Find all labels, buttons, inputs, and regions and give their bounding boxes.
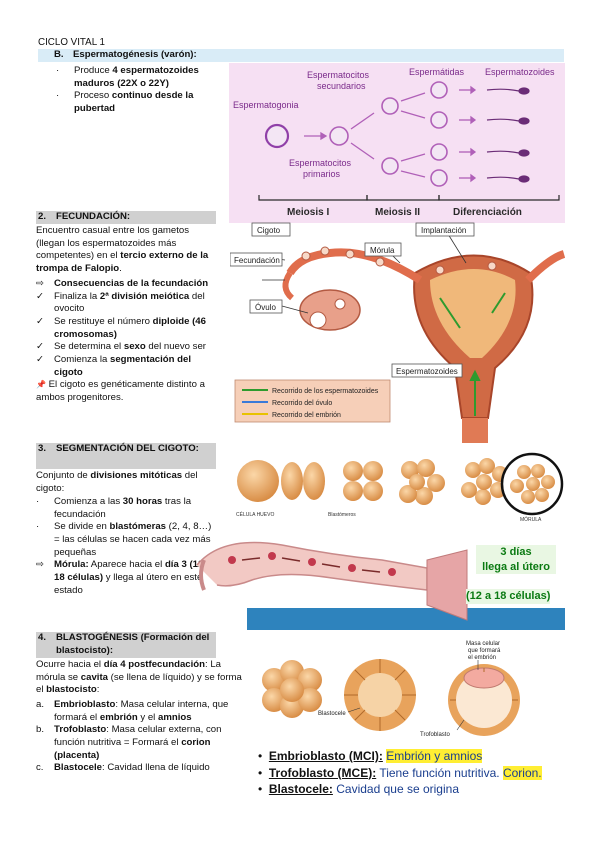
diferenciacion-label: Diferenciación	[453, 207, 522, 218]
tube-illustration	[196, 541, 565, 630]
cigoto-label: Cigoto	[257, 226, 281, 235]
summary-blastocele: • Blastocele: Cavidad que se origina	[258, 782, 459, 797]
section-4-list: a. Embrioblasto: Masa celular interna, q…	[36, 699, 244, 775]
section-2-list: ⇨ Consecuencias de la fecundación ✓ Fina…	[36, 278, 218, 405]
espermatocitos-secundarios-label-1: Espermatocitos	[307, 70, 370, 80]
list-item: ✓ Se restituye el número diploide (46 cr…	[36, 315, 206, 340]
section-b-heading: B. Espermatogénesis (varón):	[38, 49, 564, 62]
dias-label: 3 días	[476, 545, 556, 560]
ovulo-label: Óvulo	[255, 303, 276, 312]
list-item: c. Blastocele: Cavidad llena de líquido	[36, 762, 210, 774]
note: 📌 El cigoto es genéticamente distinto a …	[36, 379, 205, 403]
fecundation-diagram: Cigoto Fecundación Óvulo Mórula Implanta…	[230, 222, 565, 443]
section-b-bullets: · Produce 4 espermatozoides maduros (22X…	[56, 65, 216, 116]
espermatocitos-primarios-label-1: Espermatocitos	[289, 158, 352, 168]
pin-icon: 📌	[36, 380, 46, 390]
arrow-right-icon: ⇨	[36, 559, 45, 571]
section-3-list: · Comienza a las 30 horas tras la fecund…	[36, 496, 216, 597]
espermatozoides-path-label: Espermatozoides	[396, 367, 458, 376]
summary-embrioblasto: • Embrioblasto (MCI): Embrión y amnios	[258, 749, 483, 763]
morula-label: MÓRULA	[520, 516, 542, 523]
fecundacion-label: Fecundación	[234, 256, 280, 265]
section-4-heading: 4. BLASTOGÉNESIS (Formación del blastoci…	[36, 632, 216, 658]
list-item: · Produce 4 espermatozoides maduros (22X…	[56, 65, 199, 89]
celula-huevo-label: CÉLULA HUEVO	[236, 511, 274, 518]
blastomeros-label: Blastómeros	[328, 512, 356, 518]
section-4-intro: Ocurre hacia el día 4 postfecundación: L…	[36, 659, 242, 696]
list-item: · Se divide en blastómeras (2, 4, 8…) = …	[36, 521, 212, 558]
dot-icon: ·	[56, 65, 60, 76]
section-2-intro: Encuentro casual entre los gametos (lleg…	[36, 225, 209, 274]
section-2-heading: 2. FECUNDACIÓN:	[36, 211, 216, 224]
meiosis-2-label: Meiosis II	[375, 207, 420, 218]
morula-timing-box: 3 días llega al útero	[476, 545, 556, 575]
arrow-right-icon: ⇨	[36, 278, 45, 289]
check-icon: ✓	[36, 315, 45, 327]
section-b-letter: B.	[54, 49, 64, 60]
blastocyst-summary: • Embrioblasto (MCI): Embrión y amnios •…	[258, 748, 563, 798]
list-item: ⇨ Mórula: Aparece hacia el día 3 (12-18 …	[36, 559, 207, 596]
blastocele-label: Blastocele	[318, 711, 346, 717]
mci-label-2: que formará	[468, 648, 501, 654]
legend-embrion: Recorrido del embrión	[272, 412, 341, 419]
list-item: · Comienza a las 30 horas tras la fecund…	[36, 496, 192, 520]
blastocyst-diagram: Masa celular que formará el embrión Blas…	[262, 641, 520, 738]
check-icon: ✓	[36, 353, 45, 365]
list-item: ✓ Se determina el sexo del nuevo ser	[36, 341, 206, 353]
check-icon: ✓	[36, 341, 45, 353]
summary-trofoblasto: • Trofoblasto (MCE): Tiene función nutri…	[258, 765, 542, 780]
espermatocitos-primarios-label-2: primarios	[303, 169, 341, 179]
legend-ovulo: Recorrido del óvulo	[272, 400, 332, 407]
list-item: ✓ Comienza la segmentación del cigoto	[36, 353, 192, 378]
espermatocitos-secundarios-label-2: secundarios	[317, 81, 366, 91]
dot-icon: ·	[36, 496, 40, 507]
mci-label-1: Masa celular	[466, 641, 500, 647]
list-item: b. Trofoblasto: Masa celular externa, co…	[36, 724, 222, 761]
espermatozoides-label: Espermatozoides	[485, 67, 555, 77]
list-item: a. Embrioblasto: Masa celular interna, q…	[36, 699, 229, 723]
section-4-title: BLASTOGÉNESIS (Formación del blastocisto…	[56, 632, 210, 656]
spermatogenesis-diagram: Espermatogonia Espermatocitos secundario…	[229, 63, 565, 223]
dot-icon: ·	[56, 90, 60, 102]
celulas-label: (12 a 18 células)	[466, 589, 551, 604]
trofoblasto-label: Trofoblasto	[420, 732, 450, 738]
espermatidas-label: Espermátidas	[409, 67, 465, 77]
list-item: · Proceso continuo desde la pubertad	[56, 90, 194, 114]
espermatogonia-label: Espermatogonia	[233, 100, 299, 110]
list-item: ⇨ Consecuencias de la fecundación	[36, 278, 209, 289]
section-b-title: Espermatogénesis (varón):	[73, 49, 197, 60]
check-icon: ✓	[36, 290, 45, 302]
page-title: CICLO VITAL 1	[38, 37, 105, 48]
dot-icon: ·	[36, 521, 40, 533]
meiosis-1-label: Meiosis I	[287, 207, 329, 218]
llega-utero-label: llega al útero	[476, 559, 556, 575]
legend-espermatozoides: Recorrido de los espermatozoides	[272, 388, 379, 395]
mci-label-3: el embrión	[468, 655, 496, 661]
morula-label: Mórula	[370, 246, 395, 255]
implantacion-label: Implantación	[421, 226, 466, 235]
segmentation-diagram: CÉLULA HUEVO Blastómeros MÓRULA	[236, 452, 564, 523]
section-3-title: SEGMENTACIÓN DEL CIGOTO:	[56, 443, 199, 454]
section-3-heading: 3. SEGMENTACIÓN DEL CIGOTO:	[36, 443, 216, 469]
section-2-title: FECUNDACIÓN:	[56, 211, 131, 222]
list-item: ✓ Finaliza la 2ª división meiótica del o…	[36, 290, 205, 315]
section-3-intro: Conjunto de divisiones mitóticas del cig…	[36, 470, 198, 494]
